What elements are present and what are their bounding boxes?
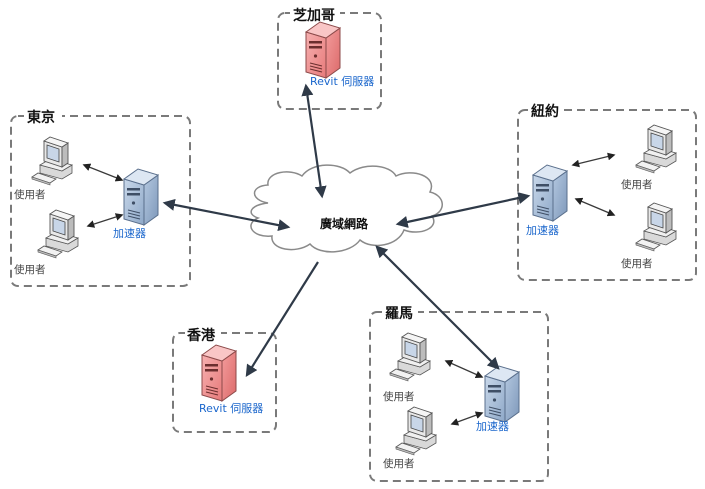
- wan-link-hongkong: [245, 261, 319, 378]
- server-label-chicago: Revit 伺服器: [310, 75, 374, 88]
- user-link: [450, 411, 484, 426]
- accelerator-label-newyork: 加速器: [526, 224, 559, 237]
- wan-link-newyork: [395, 192, 531, 228]
- user-link: [574, 197, 616, 217]
- wan-link-tokyo: [162, 198, 291, 232]
- site-box-newyork: [517, 109, 697, 281]
- cloud-icon: [250, 164, 443, 253]
- site-box-hongkong: [172, 332, 277, 433]
- accelerator-label-rome: 加速器: [476, 420, 509, 433]
- user-link: [82, 163, 124, 182]
- accelerator-label-tokyo: 加速器: [113, 227, 146, 240]
- user-label: 使用者: [621, 257, 653, 270]
- site-title-newyork: 紐約: [531, 103, 559, 120]
- user-computer-icon: [635, 124, 677, 174]
- user-link: [86, 213, 124, 228]
- accelerator-server-icon: [484, 365, 520, 423]
- site-title-tokyo: 東京: [27, 109, 55, 126]
- site-box-tokyo: [10, 115, 191, 287]
- user-label: 使用者: [383, 457, 415, 470]
- user-label: 使用者: [14, 188, 46, 201]
- accelerator-server-icon: [123, 168, 159, 226]
- revit-server-icon: [201, 344, 237, 402]
- user-link: [571, 152, 616, 168]
- site-newyork: 紐約 加速器 使用者 使用者: [517, 102, 697, 281]
- user-computer-icon: [37, 209, 79, 259]
- wan-cloud: 廣域網路: [250, 164, 443, 253]
- revit-server-icon: [305, 21, 341, 79]
- site-chicago: 芝加哥 Revit 伺服器: [277, 6, 382, 110]
- wan-link-rome: [375, 245, 500, 370]
- server-label-hongkong: Revit 伺服器: [199, 402, 263, 415]
- site-title-chicago: 芝加哥: [293, 7, 335, 24]
- user-computer-icon: [635, 202, 677, 252]
- user-computer-icon: [31, 136, 73, 186]
- site-title-rome: 羅馬: [385, 306, 413, 322]
- user-computer-icon: [395, 406, 437, 456]
- user-label: 使用者: [14, 263, 46, 276]
- user-link: [444, 359, 484, 379]
- site-tokyo: 東京 使用者 使用者 加速器: [10, 108, 191, 287]
- wan-label: 廣域網路: [320, 216, 369, 231]
- site-title-hongkong: 香港: [186, 327, 216, 344]
- accelerator-server-icon: [532, 164, 568, 222]
- site-hongkong: 香港 Revit 伺服器: [172, 326, 277, 433]
- user-computer-icon: [389, 332, 431, 382]
- user-label: 使用者: [383, 390, 415, 403]
- user-label: 使用者: [621, 178, 653, 191]
- wan-link-chicago: [301, 83, 327, 199]
